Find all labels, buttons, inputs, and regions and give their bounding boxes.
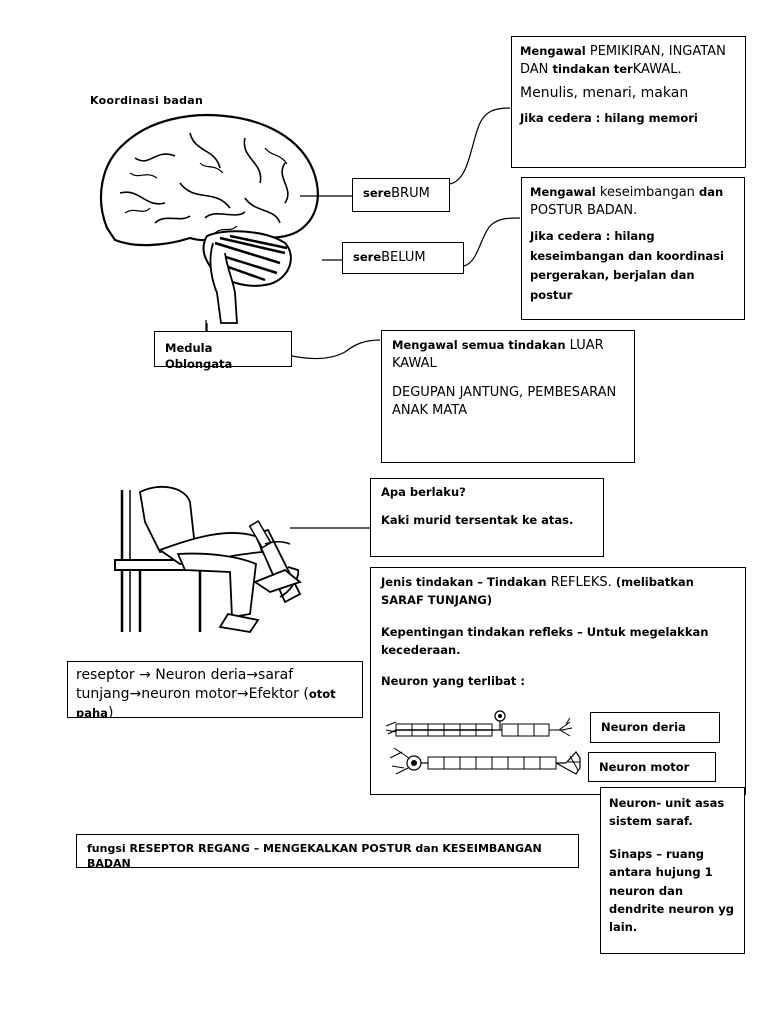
medulla-desc-text: LUAR KAWAL [392,338,604,371]
medulla-desc-bold: Mengawal semua tindakan [392,338,566,352]
reflex-type-bold: Jenis tindakan – Tindakan [381,575,547,589]
cerebellum-desc-text2: POSTUR BADAN. [530,202,638,218]
cerebrum-label-prefix: sere [363,186,392,200]
cerebrum-desc-bold2: tindakan ter [552,61,633,76]
page-title: Koordinasi badan [90,94,204,107]
reflex-type-text: REFLEKS. [546,575,612,590]
brain-illustration [99,113,319,336]
cerebrum-examples: Menulis, menari, makan [520,85,689,102]
cerebrum-injury: Jika cedera : hilang memori [520,110,698,125]
reflex-answer: Kaki murid tersentak ke atas. [381,512,574,527]
cerebrum-description: Mengawal PEMIKIRAN, INGATAN DAN tindakan… [511,36,746,168]
pathway-text-end: ) [107,704,114,718]
cerebellum-description: Mengawal keseimbangan dan POSTUR BADAN. … [521,177,745,320]
medulla-description: Mengawal semua tindakan LUAR KAWAL DEGUP… [381,330,635,463]
neuron-illustrations [385,710,581,775]
reflex-pathway: reseptor → Neuron deria→saraf tunjang→ne… [67,661,363,718]
cerebellum-injury: Jika cedera : hilang keseimbangan dan ko… [530,229,724,302]
cerebellum-desc-bold2: dan [699,185,724,199]
reflex-importance: Kepentingan tindakan refleks – Untuk meg… [381,625,709,658]
motor-neuron-label: Neuron motor [588,752,716,782]
medulla-examples: DEGUPAN JANTUNG, PEMBESARAN ANAK MATA [392,385,617,418]
cerebrum-desc-text2: KAWAL. [632,61,682,77]
reflex-observation: Apa berlaku? Kaki murid tersentak ke ata… [370,478,604,557]
pathway-text: reseptor → Neuron deria→saraf tunjang→ne… [76,667,309,702]
cerebellum-label-prefix: sere [353,250,382,264]
sensory-neuron-label: Neuron deria [590,712,720,743]
cerebrum-label: sereBRUM [352,178,450,212]
cerebrum-desc-bold: Mengawal [520,44,586,58]
cerebellum-label: sereBELUM [342,242,464,274]
pathway-text-bold: otot paha [76,686,336,718]
cerebellum-label-suffix: BELUM [381,250,426,265]
synapse-definition: Sinaps – ruang antara hujung 1 neuron da… [609,846,735,935]
stretch-receptor-note: fungsi RESEPTOR REGANG – MENGEKALKAN POS… [76,834,579,870]
neurons-heading: Neuron yang terlibat : [381,673,525,688]
reflex-type-bold2: (melibatkan SARAF TUNJANG) [381,575,694,607]
cerebrum-desc-text: PEMIKIRAN, INGATAN DAN [520,44,726,77]
neuron-info: Neuron- unit asas sistem saraf. Sinaps –… [600,787,745,954]
knee-reflex-illustration [114,485,302,633]
neuron-definition: Neuron- unit asas sistem saraf. [609,796,725,829]
cerebrum-label-suffix: BRUM [391,186,430,201]
cerebellum-desc-bold: Mengawal [530,185,596,199]
cerebellum-desc-text: keseimbangan [595,185,700,200]
reflex-question: Apa berlaku? [381,485,466,499]
medulla-label: Medula Oblongata [154,331,292,371]
